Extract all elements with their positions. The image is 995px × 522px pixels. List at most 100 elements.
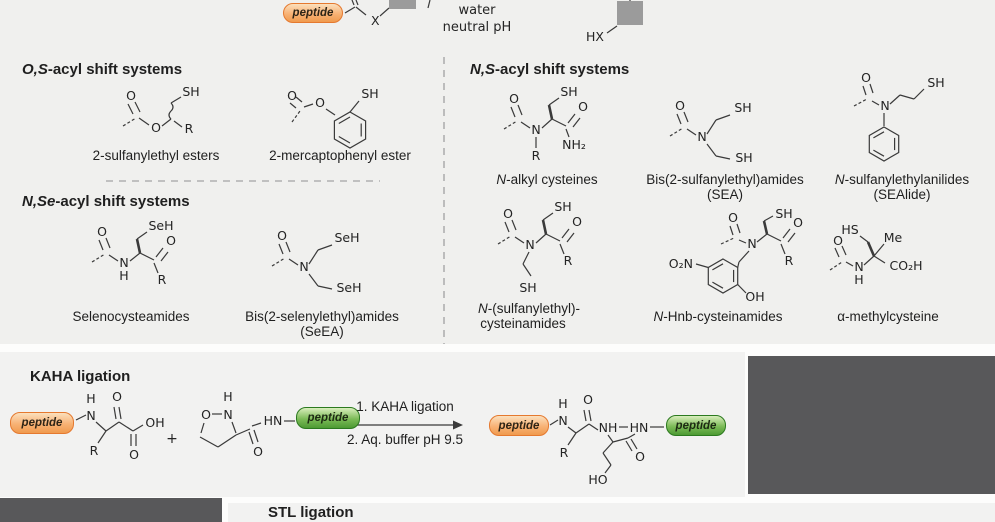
- svg-text:N: N: [299, 259, 308, 274]
- svg-text:N: N: [747, 236, 756, 251]
- svg-text:SH: SH: [734, 100, 751, 115]
- svg-text:NH: NH: [599, 420, 618, 435]
- peptide-badge-top-label: peptide: [292, 7, 334, 19]
- structure-2-sulfanylethyl-esters: O O SH R: [122, 84, 200, 136]
- kaha-condition-step1: 1. KAHA ligation: [356, 399, 454, 414]
- section-dividers: [106, 57, 445, 344]
- structure-alpha-methylcysteine: O N H HS Me CO₂H: [829, 222, 923, 287]
- svg-text:SeH: SeH: [334, 230, 359, 245]
- svg-text:N: N: [86, 408, 95, 423]
- svg-text:R: R: [560, 445, 569, 460]
- peptide-badge-top: peptide: [283, 3, 343, 23]
- svg-text:CO₂H: CO₂H: [890, 258, 923, 273]
- svg-text:O: O: [728, 210, 738, 225]
- section-title-ns-acyl: N,S-acyl shift systems: [470, 61, 630, 78]
- svg-text:R: R: [158, 272, 167, 287]
- kaha-reaction-scheme: N H R O OH O + O N H O HN N H R O NH HN …: [75, 389, 664, 487]
- structure-2-mercaptophenyl-ester: O O SH: [287, 86, 379, 149]
- kaha-reactant2-badge-label: peptide: [307, 412, 349, 424]
- structure-bis-selenylethyl-amides: O N SeH SeH: [271, 228, 362, 295]
- svg-text:Me: Me: [884, 230, 903, 245]
- leaving-group-x: X: [371, 13, 380, 28]
- svg-text:O: O: [166, 233, 176, 248]
- svg-text:O: O: [583, 392, 593, 407]
- label-sealide-line2: (SEAlide): [873, 187, 931, 202]
- svg-text:H: H: [86, 391, 95, 406]
- structure-n-sulfanylethyl-cysteinamides: O N SH O R SH: [497, 199, 582, 295]
- condition-ph: neutral pH: [443, 20, 512, 35]
- svg-text:SH: SH: [519, 280, 536, 295]
- condition-water: water: [458, 3, 496, 18]
- kaha-product-peptide-badge-left: peptide: [489, 415, 549, 436]
- svg-text:SH: SH: [735, 150, 752, 165]
- svg-text:O: O: [503, 206, 513, 221]
- masked-square-left: [389, 0, 416, 9]
- acyl-shift-panel: [0, 0, 995, 344]
- svg-text:HN: HN: [264, 413, 283, 428]
- svg-text:SH: SH: [560, 84, 577, 99]
- svg-text:O: O: [201, 407, 211, 422]
- svg-text:N: N: [531, 122, 540, 137]
- svg-text:N: N: [525, 237, 534, 252]
- svg-text:N: N: [854, 259, 863, 274]
- svg-text:SH: SH: [775, 206, 792, 221]
- svg-text:N: N: [558, 413, 567, 428]
- masked-region-bottom-left: [0, 498, 222, 522]
- structure-selenocysteamides: O N H SeH O R: [91, 218, 176, 287]
- svg-text:N: N: [119, 255, 128, 270]
- svg-text:R: R: [185, 121, 194, 136]
- label-sealide-line1: N-sulfanylethylanilides: [834, 172, 970, 187]
- label-selenocysteamides: Selenocysteamides: [72, 309, 190, 324]
- svg-text:HO: HO: [588, 472, 607, 487]
- label-sea-line2: (SEA): [706, 187, 744, 202]
- svg-text:SH: SH: [361, 86, 378, 101]
- svg-text:O: O: [572, 214, 582, 229]
- svg-text:R: R: [564, 253, 573, 268]
- svg-text:H: H: [223, 389, 232, 404]
- label-2-mercaptophenyl-ester: 2-mercaptophenyl ester: [269, 148, 411, 163]
- svg-text:O: O: [112, 389, 122, 404]
- svg-text:O: O: [675, 98, 685, 113]
- svg-text:SH: SH: [927, 75, 944, 90]
- svg-text:H: H: [558, 396, 567, 411]
- kaha-product-badge-right-label: peptide: [675, 419, 717, 432]
- kaha-condition-step2: 2. Aq. buffer pH 9.5: [346, 432, 464, 447]
- svg-text:HS: HS: [841, 222, 858, 237]
- svg-text:O: O: [97, 224, 107, 239]
- svg-text:H: H: [854, 272, 863, 287]
- section-title-kaha: KAHA ligation: [30, 368, 131, 385]
- label-seea-line2: (SeEA): [300, 324, 344, 339]
- svg-text:O: O: [287, 88, 297, 103]
- svg-text:OH: OH: [145, 415, 164, 430]
- svg-text:SeH: SeH: [148, 218, 173, 233]
- kaha-product-peptide-badge-right: peptide: [666, 415, 726, 436]
- svg-text:O₂N: O₂N: [669, 256, 693, 271]
- svg-text:O: O: [126, 88, 136, 103]
- label-n-hnb-cysteinamides: N-Hnb-cysteinamides: [653, 309, 783, 324]
- hx-label: HX: [586, 29, 604, 44]
- label-nse-cysteinamides-line2: cysteinamides: [480, 316, 566, 331]
- svg-text:R: R: [785, 253, 794, 268]
- svg-text:O: O: [578, 99, 588, 114]
- svg-text:HN: HN: [630, 420, 649, 435]
- svg-text:O: O: [833, 233, 843, 248]
- structure-bis-sulfanylethyl-amides: O N SH SH: [669, 98, 753, 165]
- section-title-os-acyl: O,S-acyl shift systems: [22, 61, 183, 78]
- top-reaction-scheme: X water neutral pH HX: [344, 0, 643, 44]
- kaha-reactant2-peptide-badge: peptide: [296, 407, 360, 429]
- svg-text:NH₂: NH₂: [562, 137, 586, 152]
- kaha-reactant1-badge-label: peptide: [21, 417, 63, 429]
- svg-text:SeH: SeH: [336, 280, 361, 295]
- section-title-stl: STL ligation: [268, 504, 354, 521]
- svg-text:O: O: [253, 444, 263, 459]
- label-sea-line1: Bis(2-sulfanylethyl)amides: [646, 172, 804, 187]
- structure-n-hnb-cysteinamides: O N SH O R O₂N OH: [669, 206, 803, 304]
- plus-sign: +: [166, 431, 178, 447]
- svg-text:O: O: [793, 215, 803, 230]
- masked-square-right: [617, 1, 643, 25]
- label-nse-cysteinamides-line1: N-(sulfanylethyl)-: [477, 301, 581, 316]
- svg-text:SH: SH: [554, 199, 571, 214]
- kaha-reactant1-peptide-badge: peptide: [10, 412, 74, 434]
- label-n-alkyl-cysteines: N-alkyl cysteines: [496, 172, 598, 187]
- structure-n-alkyl-cysteines: O N R SH O NH₂: [503, 84, 588, 163]
